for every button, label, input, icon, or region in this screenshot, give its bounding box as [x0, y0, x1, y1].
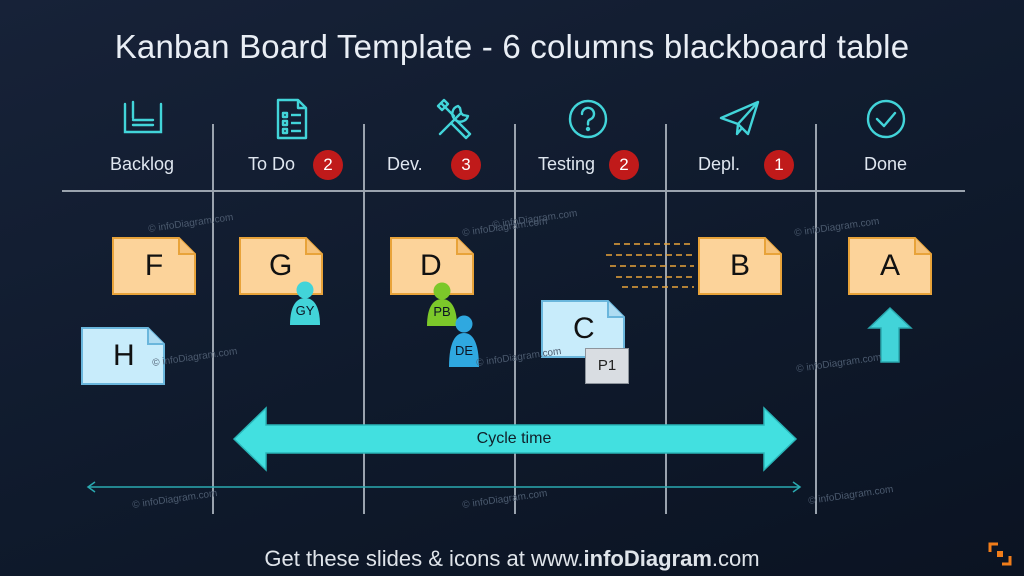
card-letter: G: [269, 249, 293, 282]
task-card-h[interactable]: H: [81, 327, 165, 385]
card-shape: [390, 237, 474, 295]
watermark: © infoDiagram.com: [807, 484, 895, 507]
cycle-time-arrow-icon: [232, 406, 798, 472]
column-label-depl: Depl.: [698, 154, 741, 174]
task-card-d[interactable]: D: [390, 237, 474, 295]
bucket-icon: [123, 100, 163, 134]
priority-tag: P1: [585, 348, 629, 384]
card-shape: [81, 327, 165, 385]
task-card-b[interactable]: B: [698, 237, 782, 295]
column-divider: [363, 124, 365, 514]
wip-badge-dev: 3: [451, 150, 481, 180]
speed-lines-icon: [606, 243, 694, 288]
infodiagram-logo-icon: [988, 542, 1012, 566]
task-card-c[interactable]: C: [541, 300, 625, 358]
arrow-up-icon: [867, 306, 913, 363]
task-card-f[interactable]: F: [112, 237, 196, 295]
card-letter: B: [730, 249, 751, 282]
card-letter: C: [573, 312, 595, 345]
question-icon: [568, 99, 608, 139]
assignee-initials: PB: [433, 304, 451, 319]
card-shape: [848, 237, 932, 295]
column-label-todo: To Do: [248, 154, 296, 174]
assignee-initials: DE: [454, 343, 474, 358]
person-icon: [290, 281, 320, 325]
paper-plane-icon: [719, 100, 760, 136]
footer-prefix: Get these slides & icons at www.: [264, 546, 584, 571]
column-label-testing: Testing: [538, 154, 596, 174]
card-letter: F: [144, 249, 164, 282]
checklist-icon: [276, 98, 308, 140]
column-divider: [514, 124, 516, 514]
card-letter: A: [879, 249, 900, 282]
watermark: © infoDiagram.com: [475, 346, 563, 369]
card-letter: D: [420, 249, 442, 282]
slide-title: Kanban Board Template - 6 columns blackb…: [114, 28, 910, 65]
footer-suffix: .com: [711, 546, 760, 571]
assignee-avatar-de[interactable]: DE: [446, 315, 482, 367]
card-shape: [541, 300, 625, 358]
column-label-backlog: Backlog: [110, 154, 175, 174]
lead-time-arrow-icon: [86, 481, 802, 493]
wip-badge-testing: 2: [609, 150, 639, 180]
person-icon: [449, 315, 479, 367]
card-shape: [698, 237, 782, 295]
person-icon: [427, 282, 457, 326]
column-divider: [212, 124, 214, 514]
watermark: © infoDiagram.com: [793, 216, 881, 239]
cycle-time-label: Cycle time: [476, 430, 552, 447]
task-card-a[interactable]: A: [848, 237, 932, 295]
card-shape: [112, 237, 196, 295]
assignee-avatar-pb[interactable]: PB: [424, 282, 460, 326]
header-divider: [62, 190, 965, 192]
column-divider: [815, 124, 817, 514]
assignee-initials: GY: [295, 303, 315, 318]
watermark: © infoDiagram.com: [147, 212, 235, 235]
wip-badge-depl: 1: [764, 150, 794, 180]
card-shape: [239, 237, 323, 295]
column-label-done: Done: [864, 154, 908, 174]
assignee-avatar-gy[interactable]: GY: [287, 281, 323, 325]
footer-text: Get these slides & icons at www.infoDiag…: [0, 546, 1024, 572]
check-circle-icon: [866, 99, 906, 139]
footer-brand: infoDiagram: [583, 546, 712, 571]
watermark: © infoDiagram.com: [795, 352, 883, 375]
card-letter: H: [113, 339, 135, 372]
wip-badge-todo: 2: [313, 150, 343, 180]
tools-icon: [436, 98, 472, 140]
column-divider: [665, 124, 667, 514]
column-label-dev: Dev.: [387, 154, 423, 174]
task-card-g[interactable]: G: [239, 237, 323, 295]
